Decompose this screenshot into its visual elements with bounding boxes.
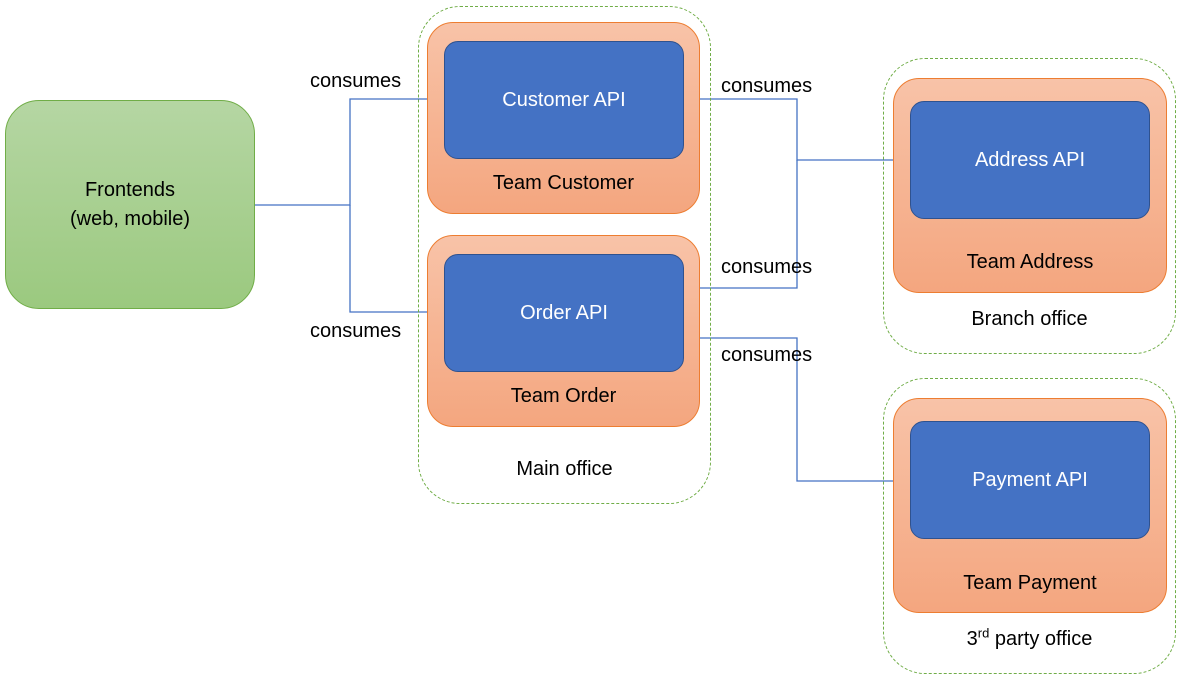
order-api-label: Order API (520, 301, 608, 324)
edge-label-customer-address: consumes (721, 75, 813, 97)
team-payment-label: Team Payment (963, 572, 1097, 594)
third-party-office-label: 3rd party office (966, 625, 1093, 650)
frontends-sublabel: (web, mobile) (69, 207, 191, 230)
edge-customer-address (684, 98, 911, 165)
address-api-box: Address API (910, 101, 1150, 219)
edge-frontends-customer (255, 94, 445, 206)
branch-office-container (883, 58, 1176, 354)
customer-api-box: Customer API (444, 41, 684, 159)
team-address-label: Team Address (966, 251, 1094, 273)
team-customer-label: Team Customer (492, 172, 635, 194)
payment-api-box: Payment API (910, 421, 1150, 539)
main-office-container (418, 6, 711, 504)
edge-label-frontends-order: consumes (310, 320, 402, 342)
edge-label-order-payment: consumes (721, 344, 813, 366)
address-api-label: Address API (974, 148, 1086, 171)
main-office-label: Main office (516, 458, 613, 480)
payment-api-label: Payment API (972, 468, 1088, 491)
customer-api-label: Customer API (502, 88, 626, 111)
frontends-label: Frontends (84, 178, 176, 201)
order-api-box: Order API (444, 254, 684, 372)
team-order-label: Team Order (510, 385, 617, 407)
edge-label-frontends-customer: consumes (310, 70, 402, 92)
third-party-office-container (883, 378, 1176, 674)
branch-office-label: Branch office (971, 308, 1088, 330)
frontends-node: Frontends (web, mobile) (5, 100, 255, 309)
edge-label-order-address: consumes (721, 256, 813, 278)
